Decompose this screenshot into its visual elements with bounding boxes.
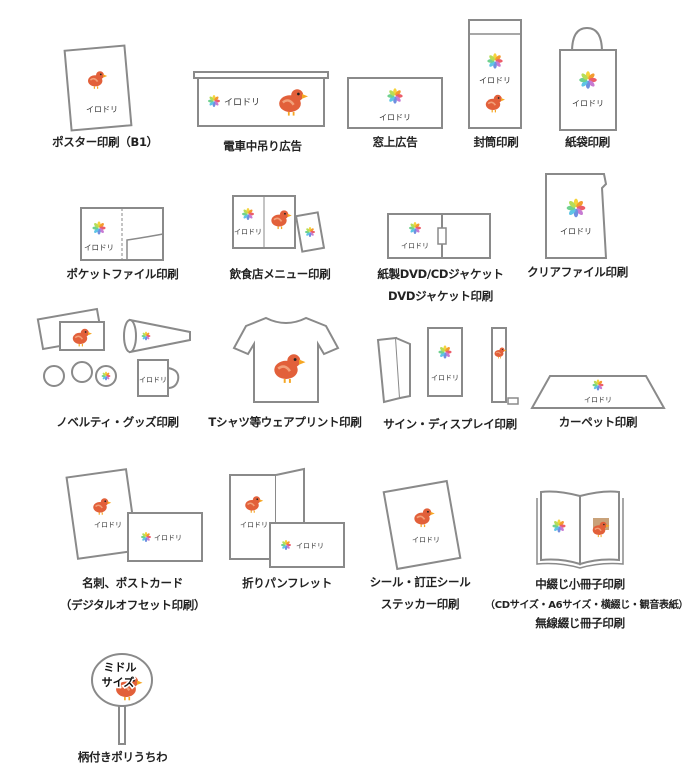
brand-logo-text: イロドリ — [139, 376, 167, 384]
product-envelope[interactable]: イロドリ 封筒印刷 — [460, 16, 532, 151]
poster-illustration: イロドリ — [63, 44, 133, 132]
dvd-jacket-illustration: イロドリ — [387, 213, 491, 259]
booklet-illustration — [536, 490, 624, 569]
product-label: 飲食店メニュー印刷 — [229, 267, 331, 281]
uchiwa-illustration: ミドル サイズ — [91, 653, 153, 745]
business-card-illustration: イロドリ イロドリ — [65, 468, 203, 562]
product-label-line2: （CDサイズ・A6サイズ・横綴じ・観音表紙） — [485, 600, 685, 611]
brand-logo-text: イロドリ — [584, 396, 612, 404]
carpet-illustration: イロドリ — [530, 375, 666, 409]
sticker-illustration: イロドリ — [382, 479, 462, 571]
product-folded-pamphlet[interactable]: イロドリ イロドリ 折りパンフレット — [212, 465, 362, 595]
product-label: 封筒印刷 — [473, 135, 519, 149]
product-label: 名刺、ポストカード — [82, 576, 183, 590]
product-carpet[interactable]: イロドリ カーペット印刷 — [528, 370, 668, 434]
product-poster-b1[interactable]: イロドリ ポスター印刷（B1） — [40, 40, 170, 155]
product-label: 中綴じ小冊子印刷 — [535, 577, 625, 591]
product-label: シール・訂正シール — [369, 575, 471, 589]
sign-display-illustration: イロドリ — [376, 327, 519, 405]
uchiwa-badge-line2: サイズ — [102, 675, 135, 689]
product-booklet[interactable]: 中綴じ小冊子印刷 （CDサイズ・A6サイズ・横綴じ・観音表紙） 無線綴じ冊子印刷 — [485, 488, 685, 633]
brand-logo-text: イロドリ — [379, 113, 411, 122]
pamphlet-illustration: イロドリ イロドリ — [229, 467, 345, 568]
product-label: 電車中吊り広告 — [223, 139, 302, 153]
product-label: 柄付きポリうちわ — [77, 750, 168, 764]
pocket-file-illustration: イロドリ — [80, 207, 164, 261]
brand-logo-text: イロドリ — [401, 242, 429, 250]
uchiwa-badge-line1: ミドル — [104, 661, 137, 674]
product-label: サイン・ディスプレイ印刷 — [383, 417, 517, 431]
product-window-top-ad[interactable]: イロドリ 窓上広告 — [340, 74, 450, 154]
product-label: 紙製DVD/CDジャケット — [377, 267, 504, 281]
brand-logo-text: イロドリ — [560, 227, 592, 236]
novelty-illustration: イロドリ — [36, 307, 191, 397]
paper-bag-illustration: イロドリ — [559, 26, 617, 131]
product-label: 窓上広告 — [372, 135, 418, 149]
brand-logo-text: イロドリ — [86, 105, 118, 114]
product-dvd-cd-jacket[interactable]: イロドリ 紙製DVD/CDジャケット DVDジャケット印刷 — [368, 210, 513, 308]
train-ad-illustration: イロドリ — [193, 71, 329, 127]
brand-logo-text: イロドリ — [572, 99, 604, 108]
brand-logo-text: イロドリ — [154, 534, 182, 542]
product-label: カーペット印刷 — [558, 415, 638, 429]
product-label: クリアファイル印刷 — [527, 265, 628, 279]
envelope-illustration: イロドリ — [468, 19, 522, 129]
product-label-line3: 無線綴じ冊子印刷 — [535, 616, 625, 630]
menu-illustration: イロドリ — [232, 195, 326, 253]
brand-logo-text: イロドリ — [240, 521, 268, 529]
product-label: 紙袋印刷 — [565, 135, 610, 149]
product-label: ポスター印刷（B1） — [52, 135, 158, 149]
brand-logo-text: イロドリ — [224, 98, 260, 108]
product-label-line2: （デジタルオフセット印刷） — [59, 598, 206, 612]
product-label-line2: DVDジャケット印刷 — [388, 289, 493, 303]
product-uchiwa-fan[interactable]: ミドル サイズ 柄付きポリうちわ — [60, 650, 185, 770]
product-pocket-file[interactable]: イロドリ ポケットファイル印刷 — [55, 204, 190, 284]
product-business-card-postcard[interactable]: イロドリ イロドリ 名刺、ポストカード （デジタルオフセット印刷） — [50, 465, 215, 615]
brand-logo-text: イロドリ — [84, 243, 114, 252]
product-clear-file[interactable]: イロドリ クリアファイル印刷 — [520, 170, 635, 285]
product-paper-bag[interactable]: イロドリ 紙袋印刷 — [550, 22, 625, 152]
brand-logo-text: イロドリ — [94, 521, 122, 529]
brand-logo-text: イロドリ — [431, 374, 459, 382]
product-novelty-goods[interactable]: イロドリ ノベルティ・グッズ印刷 — [30, 307, 205, 435]
product-label: ポケットファイル印刷 — [66, 267, 179, 281]
window-ad-illustration: イロドリ — [347, 77, 443, 129]
product-sign-display[interactable]: イロドリ サイン・ディスプレイ印刷 — [370, 322, 530, 434]
tshirt-illustration — [232, 316, 340, 403]
product-tshirt-print[interactable]: Tシャツ等ウェアプリント印刷 — [200, 312, 370, 434]
product-label-line2: ステッカー印刷 — [380, 597, 460, 611]
brand-logo-text: イロドリ — [234, 228, 262, 236]
product-sticker[interactable]: イロドリ シール・訂正シール ステッカー印刷 — [360, 478, 480, 618]
brand-logo-text: イロドリ — [479, 76, 511, 85]
brand-logo-text: イロドリ — [296, 542, 324, 550]
brand-logo-text: イロドリ — [412, 536, 440, 544]
product-restaurant-menu[interactable]: イロドリ 飲食店メニュー印刷 — [215, 192, 345, 284]
product-label: Tシャツ等ウェアプリント印刷 — [208, 415, 362, 429]
product-train-hanging-ad[interactable]: イロドリ 電車中吊り広告 — [190, 68, 335, 158]
product-label: 折りパンフレット — [242, 576, 332, 590]
product-label: ノベルティ・グッズ印刷 — [56, 415, 179, 429]
clear-file-illustration: イロドリ — [545, 173, 608, 259]
